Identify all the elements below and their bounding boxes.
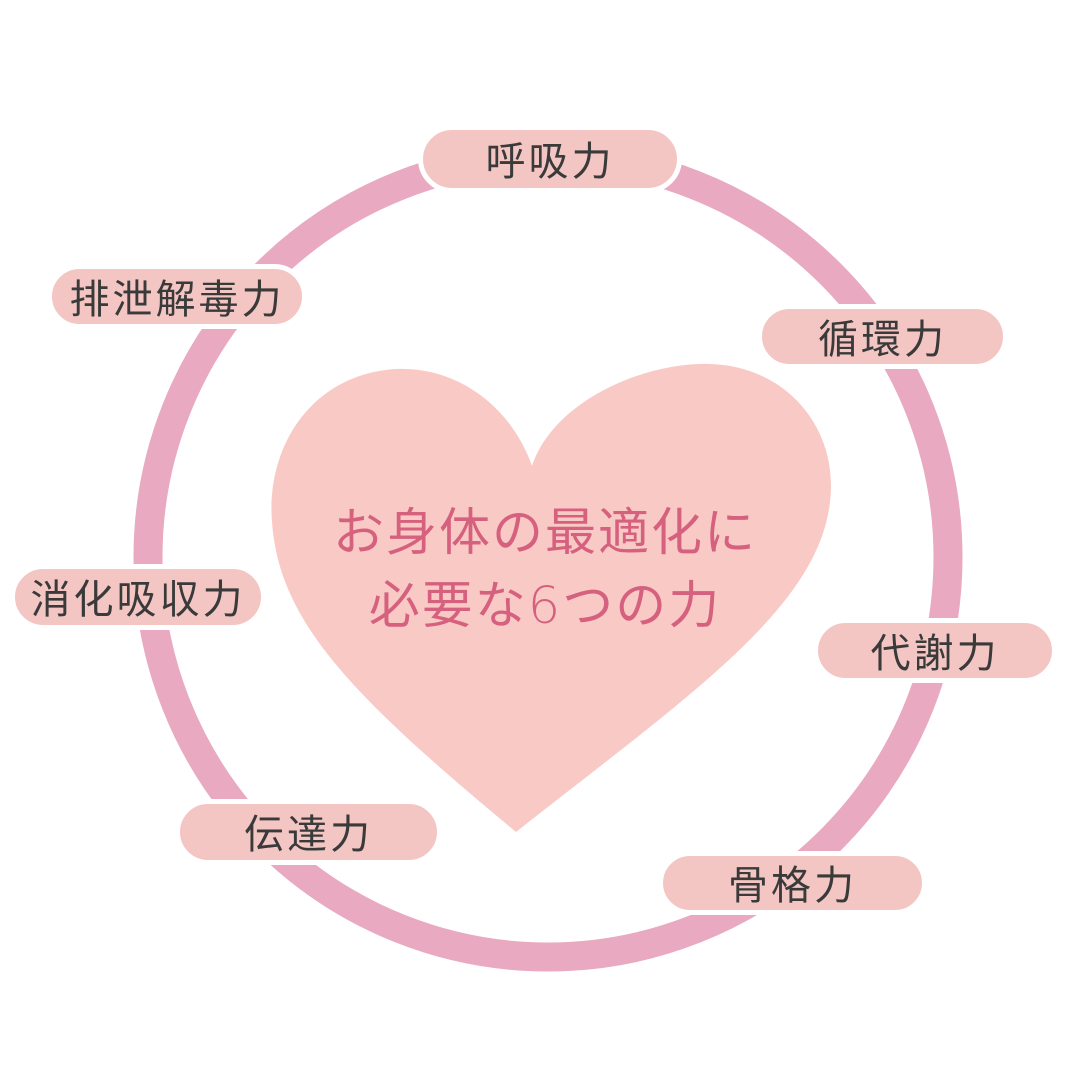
- label-pill-breathing: 呼吸力: [418, 125, 682, 193]
- label-text-digestion-absorption: 消化吸収力: [30, 577, 246, 623]
- center-title-line1: お身体の最適化に: [332, 504, 757, 563]
- label-text-skeletal: 骨格力: [728, 863, 857, 909]
- heart-icon: [271, 363, 831, 832]
- label-text-metabolism: 代謝力: [870, 630, 1000, 677]
- label-pill-metabolism: 代謝力: [813, 618, 1057, 683]
- label-text-transmission: 伝達力: [244, 812, 373, 858]
- label-text-circulation: 循環力: [818, 316, 947, 363]
- center-title: お身体の最適化に 必要な6つの力: [245, 497, 845, 643]
- label-pill-digestion-absorption: 消化吸収力: [10, 564, 266, 630]
- label-text-breathing: 呼吸力: [485, 139, 615, 185]
- label-pill-skeletal: 骨格力: [658, 851, 927, 915]
- label-pill-excretion-detox: 排泄解毒力: [47, 264, 307, 329]
- label-pill-circulation: 循環力: [757, 304, 1008, 369]
- label-pill-transmission: 伝達力: [175, 799, 442, 865]
- label-text-excretion-detox: 排泄解毒力: [69, 276, 285, 323]
- center-title-line2: 必要な6つの力: [368, 577, 722, 636]
